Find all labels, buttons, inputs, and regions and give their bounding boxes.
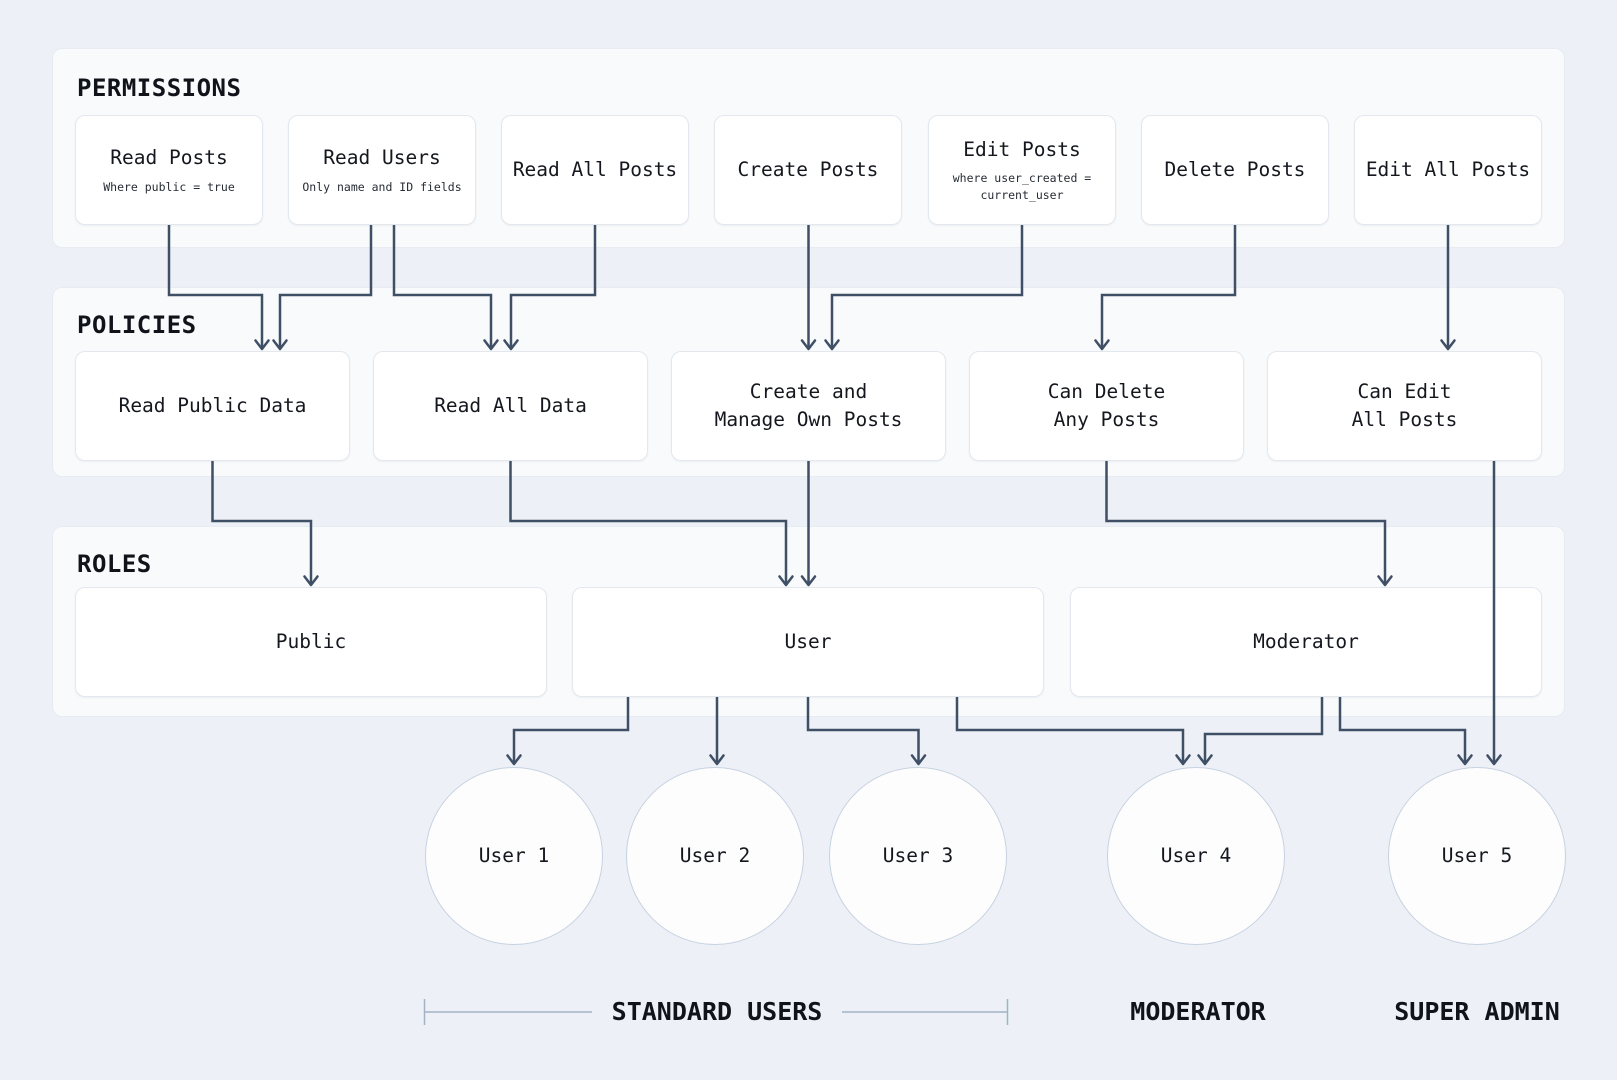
policy-node-read-all-data: Read All Data: [373, 351, 648, 461]
group-label-standard-users: STANDARD USERS: [611, 997, 823, 1026]
permissions-panel-title: PERMISSIONS: [77, 74, 242, 102]
user-circle-label: User 3: [882, 843, 954, 867]
permission-node-read-users: Read Users Only name and ID fields: [288, 115, 476, 225]
policy-label: Create and Manage Own Posts: [714, 379, 903, 431]
user-circle-label: User 2: [679, 843, 751, 867]
permission-label: Read Posts: [110, 146, 228, 170]
permission-node-read-all-posts: Read All Posts: [501, 115, 689, 225]
permission-label: Read Users: [323, 146, 441, 170]
policy-node-create-and-manage-own-posts: Create and Manage Own Posts: [671, 351, 946, 461]
permission-node-read-posts: Read Posts Where public = true: [75, 115, 263, 225]
user-circle-2: User 2: [626, 767, 804, 945]
user-circle-label: User 4: [1160, 843, 1232, 867]
role-node-moderator: Moderator: [1070, 587, 1542, 697]
roles-panel-title: ROLES: [77, 550, 152, 578]
user-circle-3: User 3: [829, 767, 1007, 945]
permission-label: Create Posts: [737, 157, 879, 181]
permission-node-delete-posts: Delete Posts: [1141, 115, 1329, 225]
policy-label: Can Edit All Posts: [1351, 379, 1458, 431]
group-label-moderator: MODERATOR: [1130, 997, 1266, 1026]
permission-subtitle: where user_created = current_user: [952, 170, 1092, 203]
policy-node-read-public-data: Read Public Data: [75, 351, 350, 461]
group-label-super-admin: SUPER ADMIN: [1394, 997, 1560, 1026]
permission-label: Delete Posts: [1164, 157, 1306, 181]
permission-subtitle: Where public = true: [103, 179, 235, 194]
user-circle-label: User 1: [478, 843, 550, 867]
role-label: Moderator: [1253, 629, 1359, 653]
permission-label: Read All Posts: [512, 157, 678, 181]
permission-subtitle: Only name and ID fields: [302, 179, 462, 194]
role-node-public: Public: [75, 587, 547, 697]
policy-label: Read All Data: [434, 393, 587, 417]
permission-node-edit-all-posts: Edit All Posts: [1354, 115, 1542, 225]
policies-panel-title: POLICIES: [77, 311, 197, 339]
role-label: User: [784, 629, 832, 653]
permission-node-create-posts: Create Posts: [714, 115, 902, 225]
policy-label: Read Public Data: [118, 393, 307, 417]
policy-node-can-edit-all-posts: Can Edit All Posts: [1267, 351, 1542, 461]
policy-node-can-delete-any-posts: Can Delete Any Posts: [969, 351, 1244, 461]
permission-node-edit-posts: Edit Posts where user_created = current_…: [928, 115, 1116, 225]
user-circle-label: User 5: [1441, 843, 1513, 867]
user-circle-4: User 4: [1107, 767, 1285, 945]
permission-label: Edit Posts: [963, 137, 1081, 161]
role-label: Public: [275, 629, 347, 653]
user-circle-1: User 1: [425, 767, 603, 945]
permission-label: Edit All Posts: [1365, 157, 1531, 181]
role-node-user: User: [572, 587, 1044, 697]
user-circle-5: User 5: [1388, 767, 1566, 945]
policy-label: Can Delete Any Posts: [1047, 379, 1166, 431]
